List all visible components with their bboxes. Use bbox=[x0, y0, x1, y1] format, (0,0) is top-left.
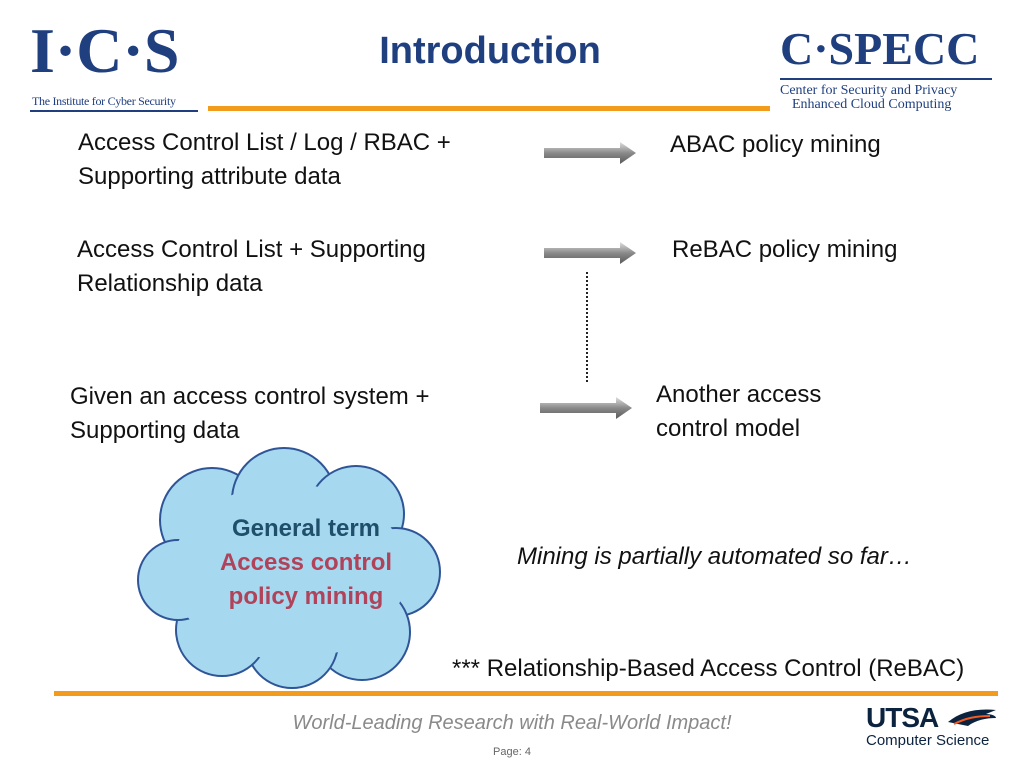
cspecc-subtitle-line1: Center for Security and Privacy bbox=[780, 83, 958, 98]
footer-divider bbox=[54, 691, 998, 696]
cloud-label: General term Access control policy minin… bbox=[188, 512, 424, 614]
slide-title: Introduction bbox=[379, 30, 601, 72]
roadrunner-icon bbox=[948, 709, 996, 726]
right-arrow-icon bbox=[540, 397, 632, 419]
page-number: Page: 4 bbox=[493, 746, 531, 758]
ics-logo-mark: I·C·S bbox=[30, 15, 180, 86]
right-arrow-icon bbox=[544, 242, 636, 264]
ics-logo-subtitle: The Institute for Cyber Security bbox=[32, 94, 176, 108]
row3-output-line2: control model bbox=[656, 415, 801, 442]
utsa-logo: UTSA Computer Science bbox=[866, 702, 1006, 752]
cloud-line2: Access control bbox=[219, 549, 393, 576]
right-arrow-icon bbox=[544, 142, 636, 164]
automation-note: Mining is partially automated so far… bbox=[517, 543, 912, 570]
cloud-shape bbox=[137, 447, 441, 689]
row2-output: ReBAC policy mining bbox=[672, 236, 898, 263]
dotted-connector bbox=[586, 272, 588, 382]
utsa-logo-mark: UTSA bbox=[866, 702, 939, 733]
ics-logo-rule bbox=[30, 110, 198, 112]
cspecc-subtitle-line2: Enhanced Cloud Computing bbox=[792, 97, 952, 112]
row3-output-line1: Another access bbox=[656, 381, 822, 408]
row3-input-line2: Supporting data bbox=[70, 417, 240, 444]
header-divider bbox=[208, 106, 770, 111]
row1-input-line1: Access Control List / Log / RBAC + bbox=[78, 129, 451, 156]
cloud-line3: policy mining bbox=[228, 583, 384, 610]
cspecc-logo-rule bbox=[780, 78, 992, 80]
cspecc-logo: C·SPECC Center for Security and Privacy … bbox=[776, 22, 996, 118]
utsa-logo-subtitle: Computer Science bbox=[866, 732, 990, 749]
footer-tagline: World-Leading Research with Real-World I… bbox=[292, 712, 732, 734]
cloud-line1: General term bbox=[231, 515, 381, 542]
row2-input-line1: Access Control List + Supporting bbox=[77, 236, 426, 263]
row1-output: ABAC policy mining bbox=[670, 131, 881, 158]
ics-logo: I·C·S The Institute for Cyber Security bbox=[30, 14, 210, 114]
row1-input-line2: Supporting attribute data bbox=[78, 163, 341, 190]
rebac-footnote: *** Relationship-Based Access Control (R… bbox=[452, 655, 965, 682]
row2-input-line2: Relationship data bbox=[77, 270, 263, 297]
cspecc-logo-mark: C·SPECC bbox=[780, 23, 980, 74]
row3-input-line1: Given an access control system + bbox=[70, 383, 430, 410]
